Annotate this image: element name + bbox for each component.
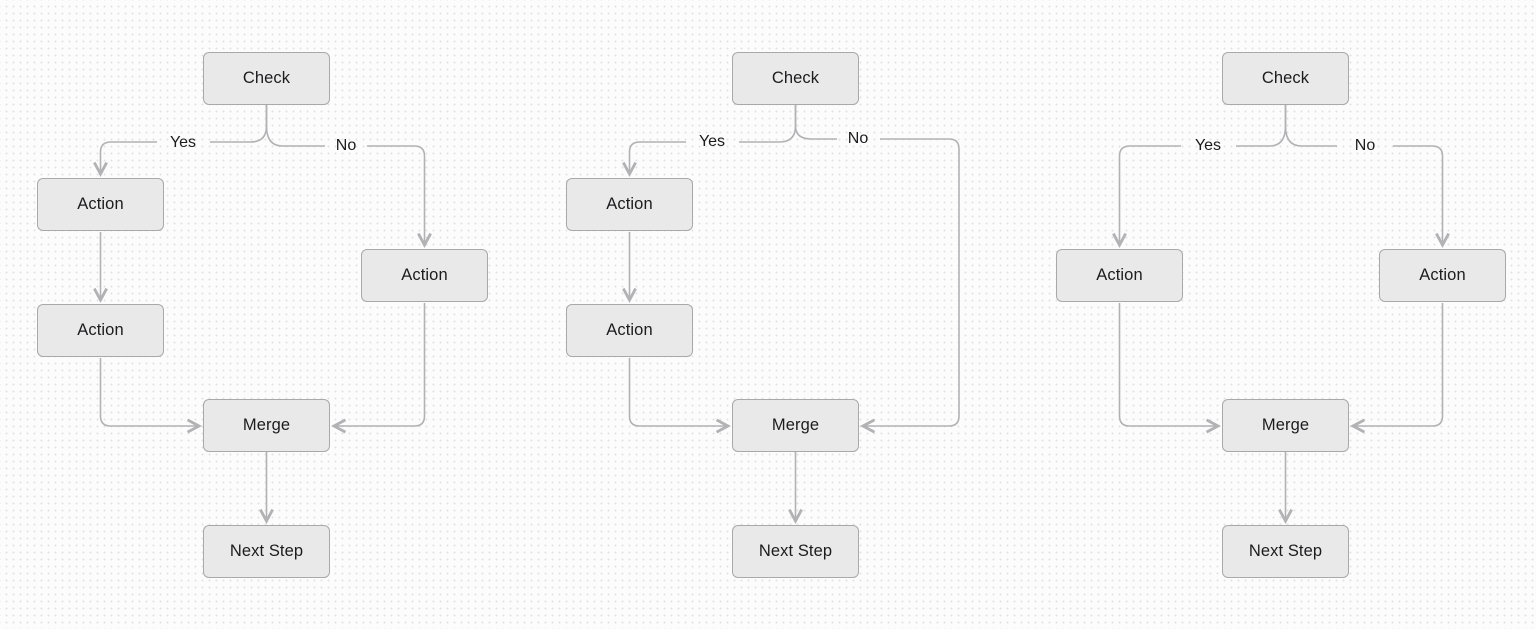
node-action[interactable]: Action xyxy=(566,304,693,357)
node-check[interactable]: Check xyxy=(732,52,859,105)
d2-edge-action2-merge xyxy=(628,358,731,434)
node-next-step[interactable]: Next Step xyxy=(732,525,859,578)
d3-edge-check-no xyxy=(1284,105,1443,245)
edge-label-no[interactable]: No xyxy=(335,137,357,154)
edge-label-no[interactable]: No xyxy=(1354,137,1376,154)
node-action[interactable]: Action xyxy=(37,178,164,231)
node-next-step[interactable]: Next Step xyxy=(1222,525,1349,578)
edge-label-yes[interactable]: Yes xyxy=(698,133,726,150)
edge-label-yes[interactable]: Yes xyxy=(1194,137,1222,154)
node-check[interactable]: Check xyxy=(1222,52,1349,105)
d3-edge-check-yes xyxy=(1120,105,1287,245)
node-action[interactable]: Action xyxy=(37,304,164,357)
node-action[interactable]: Action xyxy=(1056,249,1183,302)
node-merge[interactable]: Merge xyxy=(203,399,330,452)
node-action[interactable]: Action xyxy=(1379,249,1506,302)
node-next-step[interactable]: Next Step xyxy=(203,525,330,578)
d2-edge-check-no xyxy=(794,105,960,426)
node-merge[interactable]: Merge xyxy=(1222,399,1349,452)
edge-label-no[interactable]: No xyxy=(847,130,869,147)
d3-edge-actionno-merge xyxy=(1350,303,1444,434)
node-check[interactable]: Check xyxy=(203,52,330,105)
d1-edge-check-no xyxy=(265,105,425,245)
node-merge[interactable]: Merge xyxy=(732,399,859,452)
node-action[interactable]: Action xyxy=(361,249,488,302)
node-action[interactable]: Action xyxy=(566,178,693,231)
d1-edge-actionno-merge xyxy=(331,303,426,434)
d1-edge-action2-merge xyxy=(99,358,202,434)
d3-edge-actionyes-merge xyxy=(1118,303,1221,434)
edge-label-yes[interactable]: Yes xyxy=(169,134,197,151)
